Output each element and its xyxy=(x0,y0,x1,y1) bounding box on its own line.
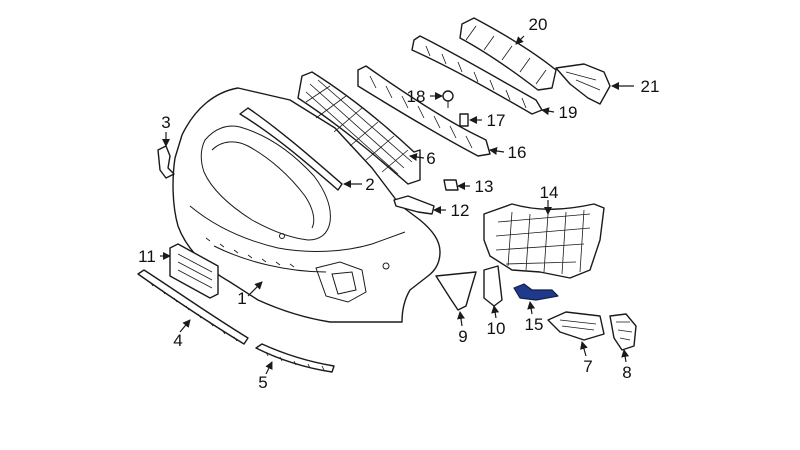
grille-mesh-part xyxy=(297,71,421,185)
callout-21: 21 xyxy=(641,77,660,96)
callout-13: 13 xyxy=(475,177,494,196)
callout-15: 15 xyxy=(525,315,544,334)
leader-16 xyxy=(489,147,505,155)
leader-5 xyxy=(265,361,273,375)
leader-9 xyxy=(457,311,465,327)
leader-19 xyxy=(541,107,555,116)
callout-1: 1 xyxy=(237,289,246,308)
callout-20: 20 xyxy=(529,15,548,34)
air-deflector-part xyxy=(435,271,477,311)
callout-7: 7 xyxy=(583,357,592,376)
callout-19: 19 xyxy=(559,103,578,122)
callout-17: 17 xyxy=(487,111,506,130)
leader-6 xyxy=(409,153,425,161)
clip-part xyxy=(443,179,459,191)
leader-1 xyxy=(247,281,263,297)
callout-10: 10 xyxy=(487,319,506,338)
callout-labels: 1 2 3 4 5 6 7 8 9 10 11 12 13 14 15 16 1… xyxy=(138,15,659,392)
air-duct-part xyxy=(483,265,503,307)
side-bracket-part xyxy=(157,145,175,179)
leader-10 xyxy=(491,305,500,319)
push-pin-part xyxy=(442,90,454,108)
callout-4: 4 xyxy=(173,331,182,350)
leader-7 xyxy=(580,341,588,357)
leader-15 xyxy=(527,301,536,315)
leader-lines xyxy=(160,35,634,375)
side-guide-part xyxy=(555,63,611,105)
callout-18: 18 xyxy=(407,87,426,106)
callout-5: 5 xyxy=(258,373,267,392)
callout-6: 6 xyxy=(426,149,435,168)
lower-molding-part xyxy=(137,269,249,345)
lower-bracket-part xyxy=(547,311,605,341)
callout-14: 14 xyxy=(540,183,559,202)
bumper-cover-part xyxy=(172,87,441,323)
energy-absorber-part xyxy=(483,203,605,279)
grille-trim-strip-part xyxy=(239,107,343,191)
callout-3: 3 xyxy=(161,113,170,132)
leader-8 xyxy=(621,349,630,363)
callout-9: 9 xyxy=(458,327,467,346)
license-bracket-part xyxy=(169,243,219,299)
corner-bracket-part xyxy=(609,313,637,351)
mount-bracket-part xyxy=(393,195,435,215)
highlighted-bracket-part xyxy=(513,283,559,301)
reinforcement-part xyxy=(357,65,491,157)
small-clip-part xyxy=(459,113,469,127)
callout-11: 11 xyxy=(138,247,156,266)
leader-20 xyxy=(515,35,525,45)
lower-trim-part xyxy=(255,343,335,373)
leader-4 xyxy=(179,319,191,333)
upper-absorber-part xyxy=(459,17,557,91)
callout-16: 16 xyxy=(508,143,527,162)
callout-8: 8 xyxy=(622,363,631,382)
callout-2: 2 xyxy=(365,175,374,194)
callout-12: 12 xyxy=(451,201,470,220)
